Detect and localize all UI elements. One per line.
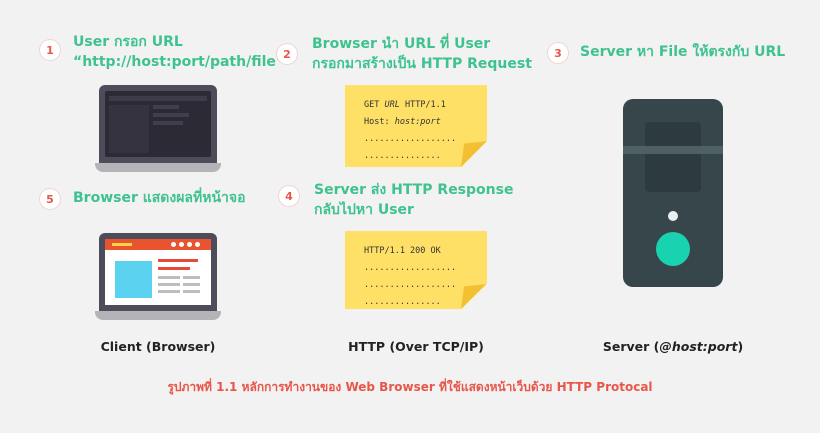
step-2-number: 2: [283, 47, 291, 61]
laptop-browser-base: [95, 311, 221, 320]
step-1-line1: User กรอก URL: [73, 34, 183, 50]
step-1-badge: 1: [40, 40, 60, 60]
step-5-badge: 5: [40, 189, 60, 209]
request-note-fold-icon: [461, 141, 487, 167]
step-4-badge: 4: [279, 186, 299, 206]
request-line-1: GET URL HTTP/1.1: [364, 100, 446, 110]
step-4-number: 4: [285, 189, 293, 203]
step-4-line2: กลับไปหา User: [314, 202, 414, 218]
response-line-4: ...............: [364, 297, 441, 307]
server-top-panel: [645, 122, 701, 192]
response-line-2: ..................: [364, 263, 457, 273]
http-label: HTTP (Over TCP/IP): [348, 339, 484, 354]
request-line-3: ..................: [364, 134, 457, 144]
server-label: Server (@host:port): [602, 339, 744, 354]
step-1-line2: “http://host:port/path/file”: [73, 54, 286, 70]
browser-window: [105, 239, 211, 305]
step-5-number: 5: [46, 192, 54, 206]
step-4-title: Server ส่ง HTTP Response กลับไปหา User: [314, 180, 513, 220]
client-label: Client (Browser): [100, 339, 216, 354]
step-1-title: User กรอก URL “http://host:port/path/fil…: [73, 32, 285, 72]
response-note-fold-icon: [461, 284, 486, 309]
step-2-title: Browser นำ URL ที่ User กรอกมาสร้างเป็น …: [312, 34, 532, 74]
step-5-title: Browser แสดงผลที่หน้าจอ: [73, 188, 246, 208]
step-3-line1: Server หา File ให้ตรงกับ URL: [580, 44, 786, 60]
step-3-title: Server หา File ให้ตรงกับ URL: [580, 42, 785, 62]
response-line-1: HTTP/1.1 200 OK: [364, 246, 441, 256]
laptop-typing-base: [95, 163, 221, 172]
step-2-badge: 2: [277, 44, 297, 64]
step-1-number: 1: [46, 43, 54, 57]
request-line-4: ...............: [364, 151, 441, 161]
response-line-3: ..................: [364, 280, 457, 290]
step-2-line1: Browser นำ URL ที่ User: [312, 36, 491, 52]
request-line-2: Host: host:port: [364, 117, 441, 127]
browser-image-placeholder: [115, 261, 152, 298]
server-icon: [623, 99, 723, 287]
step-2-line2: กรอกมาสร้างเป็น HTTP Request: [312, 56, 532, 72]
server-power-button: [656, 232, 690, 266]
step-3-badge: 3: [548, 43, 568, 63]
step-4-line1: Server ส่ง HTTP Response: [314, 182, 514, 198]
server-indicator-light: [668, 211, 678, 221]
figure-caption: รูปภาพที่ 1.1 หลักการทำงานของ Web Browse…: [167, 380, 653, 394]
step-3-number: 3: [554, 46, 562, 60]
browser-window-dots-icon: [171, 242, 207, 247]
browser-topbar: [105, 239, 211, 250]
server-stripe: [623, 146, 723, 154]
step-5-line1: Browser แสดงผลที่หน้าจอ: [73, 190, 246, 206]
laptop-typing-display: [105, 91, 211, 157]
